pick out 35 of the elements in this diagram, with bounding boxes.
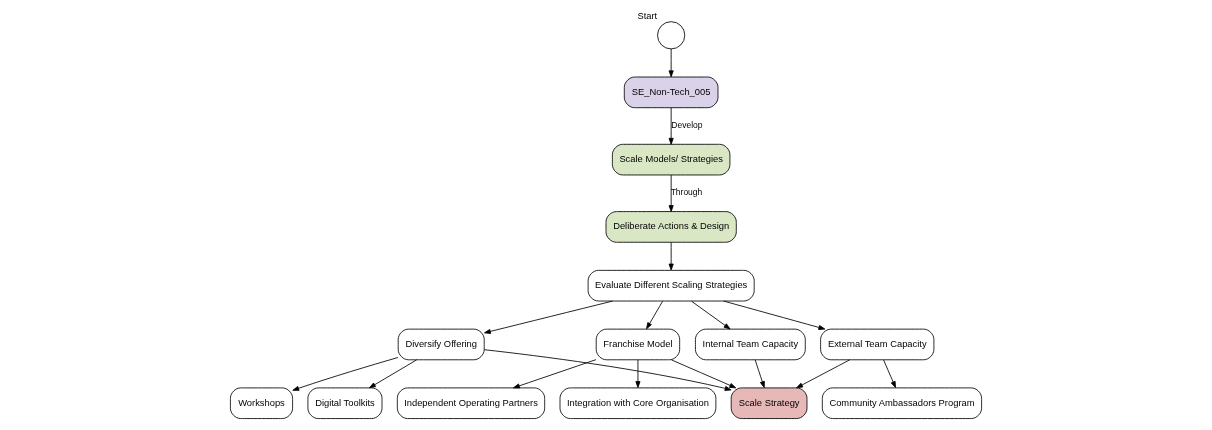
node-box: Evaluate Different Scaling Strategies <box>587 269 755 302</box>
arrow <box>691 300 731 330</box>
node-box: Community Ambassadors Program <box>821 387 982 419</box>
arrow <box>483 349 732 391</box>
node-box: Digital Toolkits <box>307 387 383 419</box>
node-box: Scale Models/ Strategies <box>611 143 731 176</box>
node-circle <box>657 21 686 50</box>
arrow <box>635 359 641 388</box>
arrow <box>883 359 896 388</box>
node-box: Integration with Core Organisation <box>559 387 717 419</box>
arrow <box>513 359 597 389</box>
arrow <box>754 359 765 388</box>
node-label: Start <box>637 10 658 21</box>
arrow <box>668 48 674 78</box>
node-box: SE_Non-Tech_005 <box>623 76 719 109</box>
node-box: Scale Strategy <box>730 387 808 419</box>
arrow <box>369 359 418 389</box>
arrow <box>668 174 674 212</box>
arrow <box>668 242 674 271</box>
arrow <box>646 300 664 330</box>
node-box: External Team Capacity <box>820 328 935 361</box>
edge-label: Through <box>670 187 703 198</box>
arrow <box>292 357 399 391</box>
node-box: Deliberate Actions & Design <box>605 211 737 243</box>
arrow <box>484 300 613 334</box>
node-box: Independent Operating Partners <box>396 387 546 419</box>
node-box: Diversify Offering <box>397 328 485 361</box>
edge-label: Develop <box>671 120 703 131</box>
arrow <box>796 359 851 389</box>
node-box: Workshops <box>230 387 293 419</box>
node-box: Franchise Model <box>595 328 681 361</box>
arrow <box>723 300 826 330</box>
node-box: Internal Team Capacity <box>695 328 806 361</box>
arrow <box>670 359 737 389</box>
arrow <box>668 107 674 145</box>
